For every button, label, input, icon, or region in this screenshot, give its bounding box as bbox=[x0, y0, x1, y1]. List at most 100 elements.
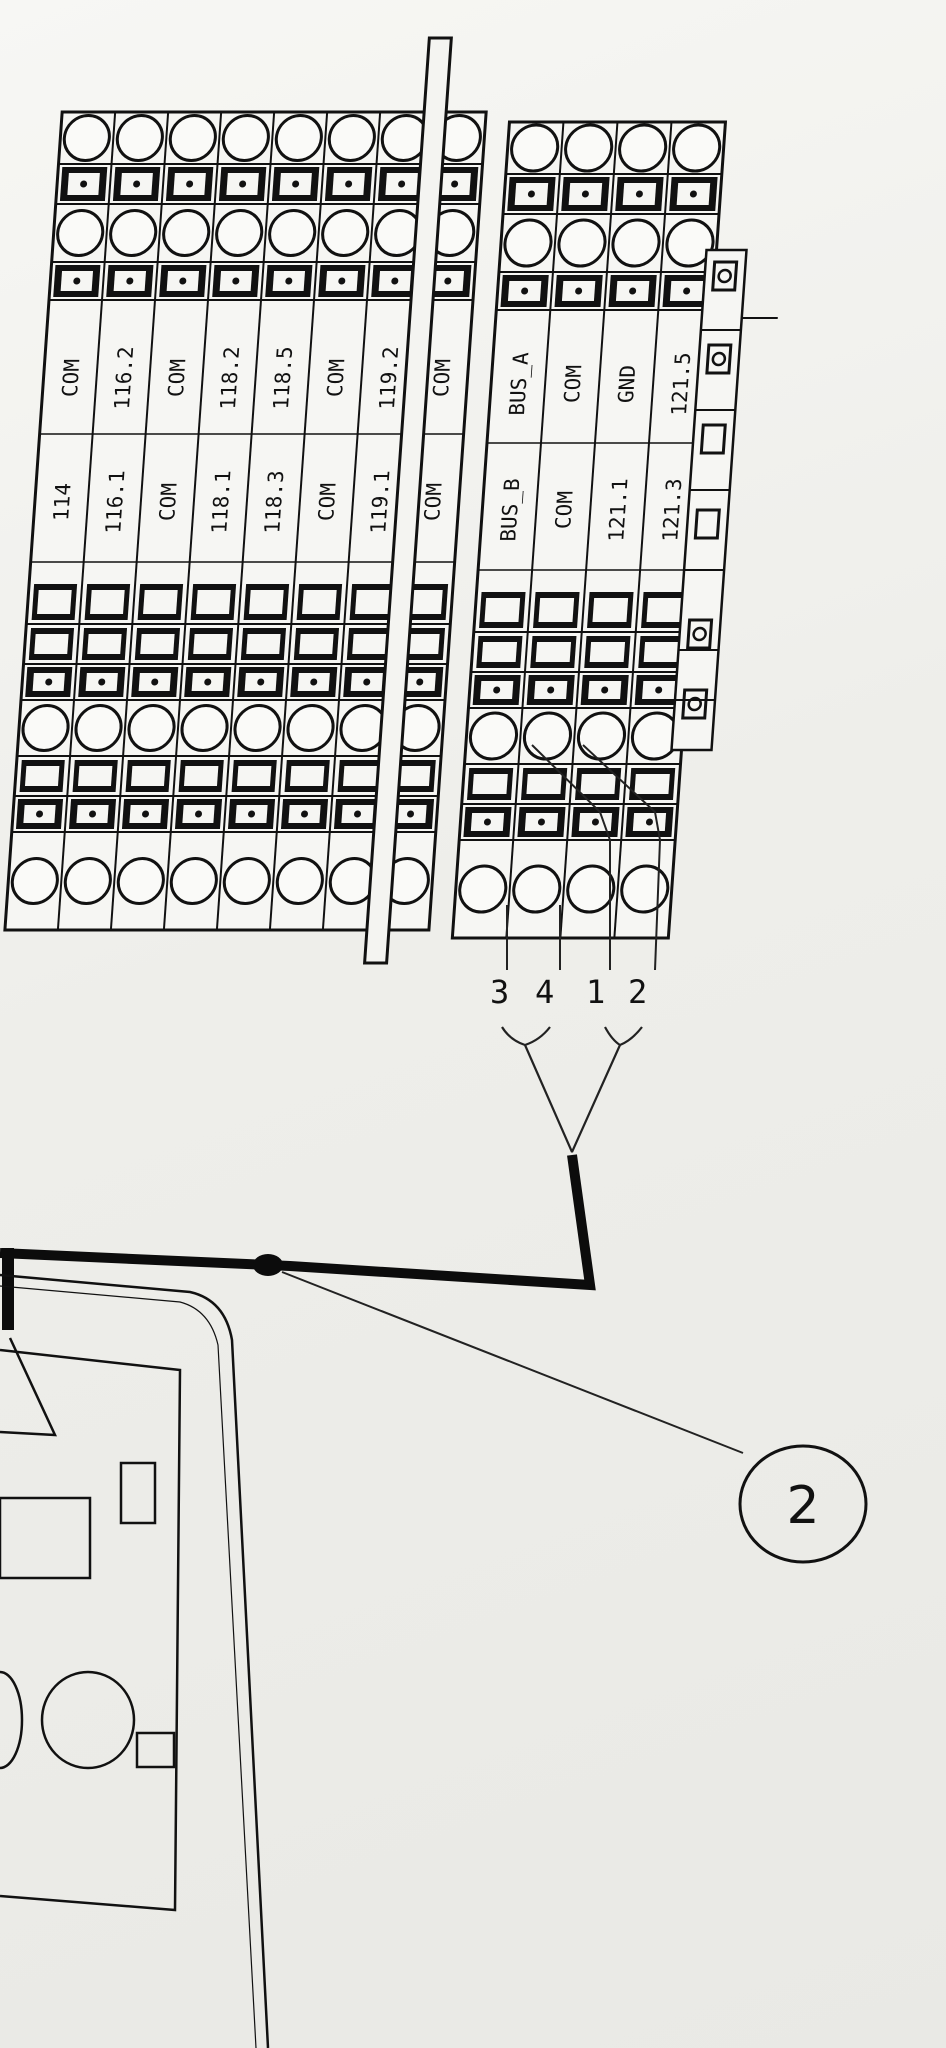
terminal-screw bbox=[168, 114, 217, 162]
terminal-slot-window bbox=[302, 590, 337, 614]
terminal-slot-window bbox=[246, 634, 281, 654]
terminal-clamp-pin bbox=[398, 180, 406, 188]
callout-number: 2 bbox=[786, 1476, 819, 1536]
terminal-clamp-pin bbox=[483, 818, 491, 826]
terminal-clamp-pin bbox=[629, 287, 637, 295]
terminal-clamp-pin bbox=[601, 686, 609, 694]
terminal-clamp-pin bbox=[391, 277, 399, 285]
terminal-clamp-pin bbox=[195, 810, 203, 818]
terminal-screw bbox=[611, 218, 661, 268]
device-tiny-rect bbox=[135, 1731, 176, 1769]
callout-circle bbox=[738, 1444, 868, 1564]
terminal-clamp-pin bbox=[363, 678, 371, 686]
column-divider bbox=[559, 122, 619, 938]
terminal-clamp-pin bbox=[239, 180, 247, 188]
terminal-clamp-pin bbox=[204, 678, 212, 686]
terminal-screw bbox=[169, 857, 218, 905]
device-small-rect bbox=[119, 1461, 157, 1525]
terminal-clamp-pin bbox=[338, 277, 346, 285]
terminal-clamp-pin bbox=[179, 277, 187, 285]
terminal-label-lower: COM bbox=[154, 483, 182, 521]
terminal-screw bbox=[180, 704, 229, 752]
end-terminal-socket-pin bbox=[717, 268, 732, 284]
terminal-label-upper: COM bbox=[163, 359, 191, 397]
terminal-clamp-pin bbox=[354, 810, 362, 818]
terminal-screw bbox=[268, 209, 317, 257]
main-cable bbox=[0, 1154, 596, 1291]
terminal-screw bbox=[74, 704, 123, 752]
terminal-screw bbox=[222, 857, 271, 905]
terminal-label-lower: BUS_B bbox=[495, 478, 524, 541]
terminal-screw bbox=[665, 218, 715, 268]
terminal-label-lower: 116.1 bbox=[100, 470, 129, 533]
end-terminal-socket bbox=[693, 508, 721, 540]
terminal-clamp-pin bbox=[142, 810, 150, 818]
terminal-slot-window bbox=[352, 634, 387, 654]
terminal-screw bbox=[221, 114, 270, 162]
terminal-clamp-pin bbox=[444, 277, 452, 285]
terminal-slot-window bbox=[535, 642, 572, 662]
terminal-clamp-pin bbox=[493, 686, 501, 694]
terminal-screw bbox=[215, 209, 264, 257]
wire-label-4: 4 bbox=[535, 973, 554, 1011]
callout-leader bbox=[281, 1271, 744, 1454]
terminal-clamp-pin bbox=[407, 810, 415, 818]
terminal-slot-window bbox=[395, 766, 431, 786]
terminal-slot-window bbox=[526, 774, 562, 794]
controller-device-outline bbox=[0, 1273, 270, 2048]
terminal-clamp-pin bbox=[133, 180, 141, 188]
terminal-slot-window bbox=[342, 766, 378, 786]
terminal-slot-window bbox=[484, 598, 521, 622]
terminal-clamp-pin bbox=[527, 190, 535, 198]
terminal-label-lower: 119.1 bbox=[365, 470, 394, 533]
terminal-screw bbox=[233, 704, 282, 752]
end-terminal-socket bbox=[681, 688, 709, 720]
device-housing-inner bbox=[0, 1285, 257, 2048]
end-terminal-socket bbox=[705, 343, 733, 375]
wire-1 bbox=[531, 744, 611, 970]
terminal-screw bbox=[21, 704, 70, 752]
terminal-clamp-pin bbox=[537, 818, 545, 826]
end-terminal-socket bbox=[686, 618, 714, 650]
wire-label-3: 3 bbox=[490, 973, 509, 1011]
terminal-clamp-pin bbox=[285, 277, 293, 285]
wire-label-1: 1 bbox=[586, 973, 605, 1011]
terminal-slot-window bbox=[589, 642, 626, 662]
terminal-slot-window bbox=[289, 766, 325, 786]
din-rail bbox=[362, 36, 453, 965]
terminal-label-upper: COM bbox=[559, 365, 587, 403]
terminal-clamp-pin bbox=[655, 686, 663, 694]
terminal-slot-window bbox=[130, 766, 166, 786]
terminal-label-upper: GND bbox=[613, 365, 641, 403]
terminal-clamp-pin bbox=[248, 810, 256, 818]
terminal-clamp-pin bbox=[345, 180, 353, 188]
terminal-label-upper: 118.5 bbox=[268, 346, 297, 409]
terminal-screw bbox=[672, 123, 722, 173]
terminal-label-upper: 118.2 bbox=[215, 346, 244, 409]
terminal-clamp-pin bbox=[301, 810, 309, 818]
terminal-slot-window bbox=[355, 590, 390, 614]
terminal-clamp-pin bbox=[73, 277, 81, 285]
terminal-label-upper: 116.2 bbox=[109, 346, 138, 409]
column-divider bbox=[427, 112, 488, 930]
terminal-slot-window bbox=[592, 598, 629, 622]
terminal-screw bbox=[56, 209, 105, 257]
terminal-label-upper: COM bbox=[428, 359, 456, 397]
terminal-label-lower: 118.1 bbox=[206, 470, 235, 533]
cable-junction bbox=[253, 1254, 283, 1276]
terminal-screw bbox=[458, 864, 508, 914]
terminal-label-lower: COM bbox=[313, 483, 341, 521]
terminal-slot-window bbox=[87, 634, 122, 654]
terminal-slot-window bbox=[77, 766, 113, 786]
terminal-label-upper: COM bbox=[322, 359, 350, 397]
terminal-label-lower: 114 bbox=[48, 483, 76, 521]
column-divider bbox=[613, 122, 673, 938]
terminal-slot-window bbox=[196, 590, 231, 614]
terminal-clamp-pin bbox=[521, 287, 529, 295]
terminal-clamp-pin bbox=[310, 678, 318, 686]
terminal-slot-window bbox=[34, 634, 69, 654]
terminal-clamp-pin bbox=[257, 678, 265, 686]
terminal-slot-window bbox=[193, 634, 228, 654]
column-divider bbox=[505, 122, 565, 938]
